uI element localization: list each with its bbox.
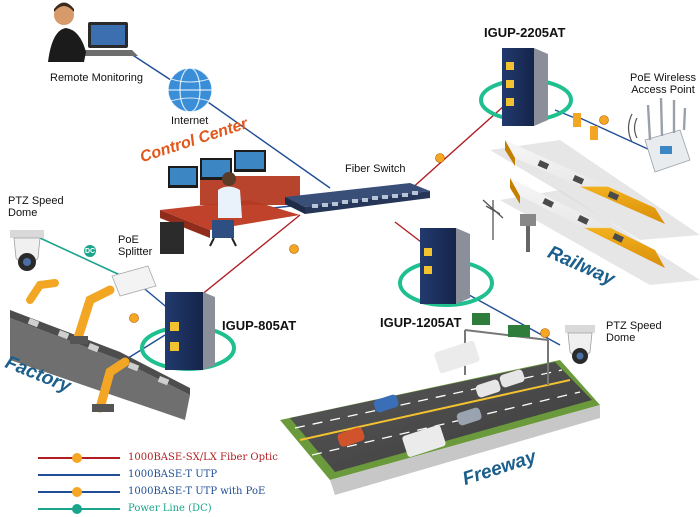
legend: 1000BASE-SX/LX Fiber Optic 1000BASE-T UTP… — [38, 449, 338, 517]
dc-line-splitter-ptz — [39, 237, 121, 276]
wireless-ap-line-2: Access Point — [631, 84, 695, 96]
legend-item: 1000BASE-T UTP — [38, 466, 338, 483]
utp-line-internet-switch — [204, 99, 331, 189]
poe-line-2205-rail — [554, 109, 576, 119]
ptz-left-label: PTZ Speed Dome — [8, 195, 64, 219]
fiber-switch-label: Fiber Switch — [345, 163, 406, 175]
remote-monitoring-label: Remote Monitoring — [50, 72, 143, 84]
legend-label: 1000BASE-T UTP — [128, 469, 218, 480]
legend-line-swatch — [38, 452, 120, 463]
train-lower-icon — [510, 178, 665, 268]
fiber-marker — [435, 153, 445, 163]
legend-item: Power Line (DC) — [38, 500, 338, 517]
train-upper-icon — [505, 140, 665, 224]
igup-1205at-device-icon — [398, 228, 494, 307]
factory-scene — [10, 279, 190, 420]
freeway-gantry-icon — [464, 313, 549, 385]
igup-805at-label: IGUP-805AT — [222, 318, 297, 333]
poe-splitter-line-1: PoE — [118, 234, 139, 246]
control-center-workstation-icon — [160, 150, 300, 254]
wireless-ap-icon — [627, 97, 691, 173]
igup-2205at-device-icon — [479, 48, 573, 126]
ptz-right-label: PTZ Speed Dome — [606, 320, 662, 344]
poe-splitter-line-2: Splitter — [118, 246, 153, 258]
ptz-camera-left-icon — [10, 230, 44, 271]
legend-line-swatch — [38, 486, 120, 497]
legend-line-swatch — [38, 473, 120, 476]
poe-line-rail-ap — [579, 117, 651, 151]
fiber-line-switch-2205 — [409, 104, 506, 191]
legend-item: 1000BASE-T UTP with PoE — [38, 483, 338, 500]
ptz-camera-right-icon — [565, 325, 595, 364]
ptz-left-line-1: PTZ Speed — [8, 195, 64, 207]
dc-badge-label: DC — [85, 248, 96, 255]
rail-device-icon — [590, 126, 598, 140]
legend-dot-marker — [72, 486, 82, 497]
legend-label: 1000BASE-SX/LX Fiber Optic — [128, 452, 278, 463]
poe-marker — [540, 328, 550, 338]
poe-marker — [599, 115, 609, 125]
wireless-ap-label: PoE Wireless Access Point — [630, 72, 696, 96]
ptz-left-line-2: Dome — [8, 207, 38, 219]
vehicle-icons — [337, 340, 525, 457]
fiber-switch-icon — [285, 183, 430, 214]
ptz-right-line-1: PTZ Speed — [606, 320, 662, 332]
poe-splitter-label: PoE Splitter — [118, 234, 152, 258]
poe-splitter-icon — [111, 265, 157, 297]
legend-item: 1000BASE-SX/LX Fiber Optic — [38, 449, 338, 466]
legend-label: Power Line (DC) — [128, 503, 212, 514]
robot-arm-icon — [26, 279, 130, 413]
ptz-right-line-2: Dome — [606, 332, 636, 344]
internet-globe-icon — [167, 67, 213, 113]
igup-1205at-label: IGUP-1205AT — [380, 315, 462, 330]
fiber-marker — [289, 244, 299, 254]
connection-markers — [84, 115, 609, 338]
antenna-icon — [482, 199, 504, 240]
rail-device-icon — [573, 113, 581, 127]
internet-label: Internet — [171, 115, 209, 127]
rail-signal-icon — [520, 214, 536, 252]
igup-2205at-label: IGUP-2205AT — [484, 25, 566, 40]
wireless-ap-line-1: PoE Wireless — [630, 72, 697, 84]
fiber-line-switch-805 — [194, 214, 301, 301]
legend-dot-marker — [72, 452, 82, 463]
igup-805at-device-icon — [140, 292, 236, 371]
railway-scene — [482, 113, 700, 285]
remote-monitoring-icon — [48, 2, 138, 62]
dc-marker — [84, 245, 96, 257]
legend-dot-marker — [72, 503, 82, 514]
poe-marker — [129, 313, 139, 323]
poe-line-805-factory — [124, 334, 166, 361]
freeway-scene — [280, 313, 600, 495]
legend-line-swatch — [38, 503, 120, 514]
legend-label: 1000BASE-T UTP with PoE — [128, 486, 266, 497]
